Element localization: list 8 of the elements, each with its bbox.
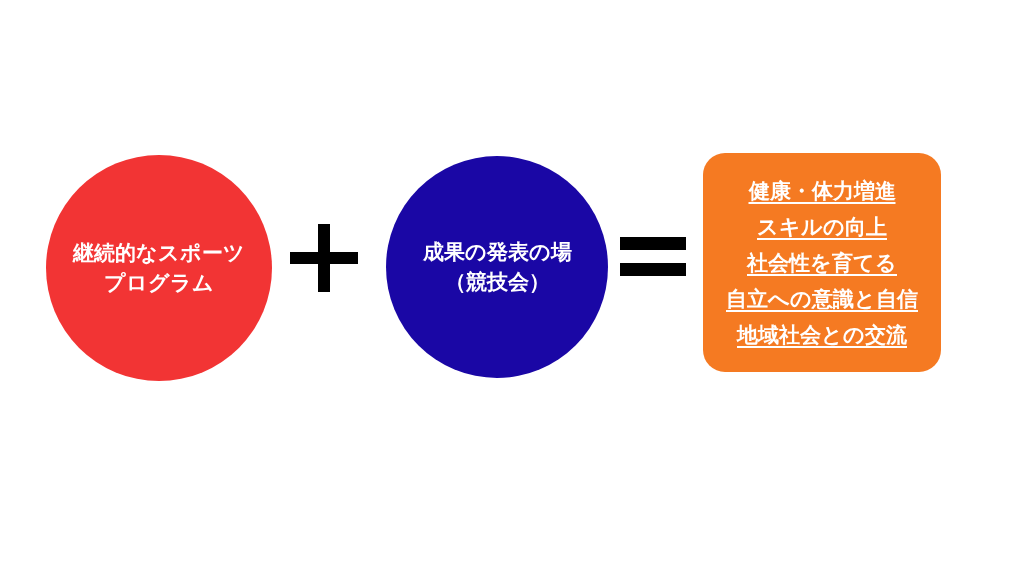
circle-label: 成果の発表の場（競技会） bbox=[421, 239, 573, 296]
circle-label: 継続的なスポーツプログラム bbox=[71, 240, 246, 297]
list-item: 自立への意識と自信 bbox=[726, 285, 918, 313]
list-item: スキルの向上 bbox=[757, 213, 887, 241]
list-item: 健康・体力増進 bbox=[748, 177, 896, 205]
list-item: 地域社会との交流 bbox=[737, 321, 907, 349]
rounded-box bbox=[703, 153, 941, 372]
list-item: 社会性を育てる bbox=[747, 249, 897, 277]
